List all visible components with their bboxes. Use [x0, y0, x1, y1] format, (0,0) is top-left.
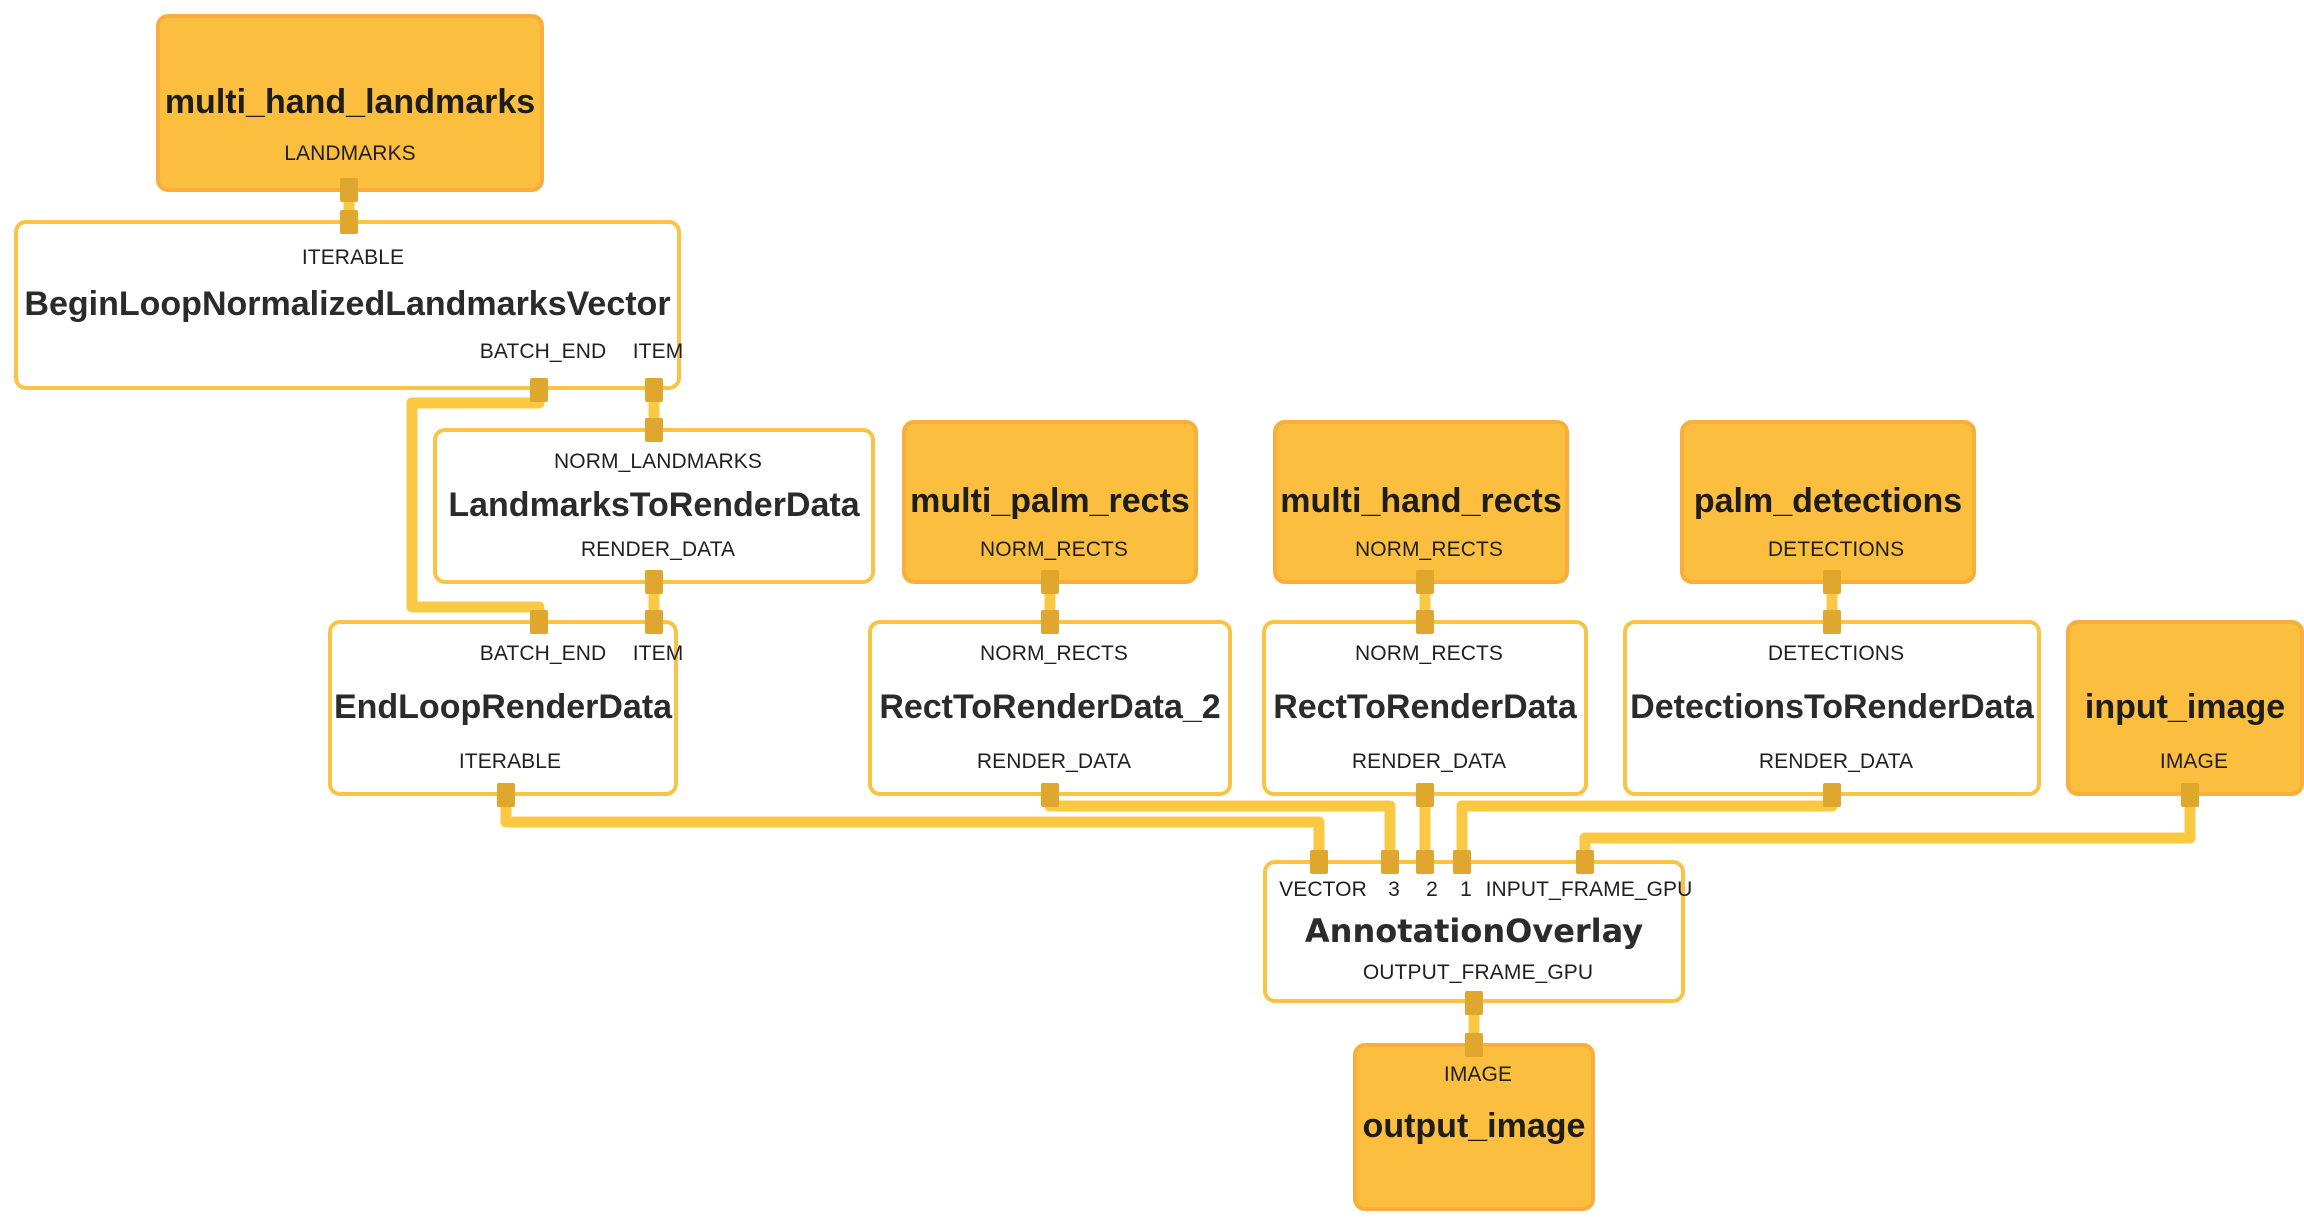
port-label-r2rd2-norm-rects-in: NORM_RECTS	[979, 642, 1129, 665]
node-rect-to-render-data[interactable]: RectToRenderData NORM_RECTS RENDER_DATA	[1262, 620, 1588, 796]
port-nub-hand-norm-rects-out[interactable]	[1416, 570, 1434, 594]
port-label-output-image-in: IMAGE	[1443, 1063, 1513, 1086]
node-title: BeginLoopNormalizedLandmarksVector	[24, 285, 671, 324]
port-nub-r2rd-render-data-out[interactable]	[1416, 783, 1434, 807]
port-label-norm-landmarks-in: NORM_LANDMARKS	[554, 450, 762, 473]
node-title: EndLoopRenderData	[333, 688, 673, 727]
port-label-r2rd2-render-data-out: RENDER_DATA	[976, 750, 1132, 773]
wire-inputimage-to-frame	[1579, 795, 2196, 862]
port-label-item-out: ITEM	[632, 340, 684, 363]
port-nub-landmarks-out[interactable]	[340, 178, 358, 202]
port-label-overlay-3-in: 3	[1388, 878, 1400, 901]
port-label-palm-norm-rects-out: NORM_RECTS	[979, 538, 1129, 561]
node-landmarks-to-render-data[interactable]: LandmarksToRenderData NORM_LANDMARKS REN…	[433, 428, 875, 584]
node-title: multi_palm_rects	[910, 482, 1190, 521]
port-label-batch-end-out: BATCH_END	[479, 340, 607, 363]
node-detections-to-render-data[interactable]: DetectionsToRenderData DETECTIONS RENDER…	[1623, 620, 2041, 796]
node-title: output_image	[1362, 1107, 1586, 1146]
node-title: RectToRenderData_2	[879, 688, 1221, 727]
port-nub-overlay-2-in[interactable]	[1416, 850, 1434, 874]
port-label-batch-end-in: BATCH_END	[479, 642, 607, 665]
port-label-landmarks-out: LANDMARKS	[284, 142, 416, 165]
port-nub-d2rd-detections-in[interactable]	[1823, 610, 1841, 634]
node-palm-detections[interactable]: palm_detections DETECTIONS	[1680, 420, 1976, 584]
port-label-d2rd-detections-in: DETECTIONS	[1767, 642, 1905, 665]
port-nub-output-image-in[interactable]	[1465, 1033, 1483, 1057]
node-annotation-overlay[interactable]: AnnotationOverlay VECTOR 3 2 1 INPUT_FRA…	[1263, 860, 1692, 1003]
node-title: AnnotationOverlay	[1304, 911, 1644, 950]
wire-d2rd-to-port1	[1456, 795, 1838, 862]
node-begin-loop-normalized-landmarks-vector[interactable]: BeginLoopNormalizedLandmarksVector ITERA…	[14, 220, 684, 390]
node-output-image[interactable]: output_image IMAGE	[1353, 1043, 1595, 1211]
port-label-overlay-out: OUTPUT_FRAME_GPU	[1362, 961, 1594, 984]
node-title: multi_hand_rects	[1280, 482, 1562, 521]
node-title: input_image	[2084, 688, 2286, 727]
port-label-hand-norm-rects-out: NORM_RECTS	[1354, 538, 1504, 561]
port-label-d2rd-render-data-out: RENDER_DATA	[1758, 750, 1914, 773]
port-label-iterable-out: ITERABLE	[458, 750, 562, 773]
port-nub-palm-norm-rects-out[interactable]	[1041, 570, 1059, 594]
node-title: multi_hand_landmarks	[164, 83, 536, 122]
node-multi-hand-rects[interactable]: multi_hand_rects NORM_RECTS	[1273, 420, 1569, 584]
port-nub-r2rd2-render-data-out[interactable]	[1041, 783, 1059, 807]
wire-r2rd2-to-port3	[1044, 795, 1396, 862]
wire-iterable-to-vector	[500, 795, 1325, 862]
port-nub-overlay-3-in[interactable]	[1381, 850, 1399, 874]
port-nub-overlay-vector-in[interactable]	[1310, 850, 1328, 874]
port-nub-input-image-out[interactable]	[2181, 783, 2199, 807]
port-nub-endloop-iterable-out[interactable]	[497, 783, 515, 807]
port-label-palm-detections-out: DETECTIONS	[1767, 538, 1905, 561]
port-label-input-image-out: IMAGE	[2159, 750, 2229, 773]
port-label-overlay-1-in: 1	[1460, 878, 1472, 901]
port-nub-r2rd-norm-rects-in[interactable]	[1416, 610, 1434, 634]
port-nub-palm-detections-out[interactable]	[1823, 570, 1841, 594]
node-input-image[interactable]: input_image IMAGE	[2066, 620, 2304, 796]
port-nub-l2rd-render-data-out[interactable]	[645, 570, 663, 594]
port-nub-norm-landmarks-in[interactable]	[645, 418, 663, 442]
port-label-overlay-vector-in: VECTOR	[1279, 878, 1367, 901]
port-label-overlay-2-in: 2	[1426, 878, 1438, 901]
port-nub-endloop-batch-end-in[interactable]	[530, 610, 548, 634]
port-label-r2rd-norm-rects-in: NORM_RECTS	[1354, 642, 1504, 665]
port-label-item-in: ITEM	[632, 642, 684, 665]
port-nub-r2rd2-norm-rects-in[interactable]	[1041, 610, 1059, 634]
node-multi-palm-rects[interactable]: multi_palm_rects NORM_RECTS	[902, 420, 1198, 584]
port-nub-overlay-1-in[interactable]	[1453, 850, 1471, 874]
port-label-iterable-in: ITERABLE	[301, 246, 405, 269]
port-nub-d2rd-render-data-out[interactable]	[1823, 783, 1841, 807]
port-label-overlay-frame-in: INPUT_FRAME_GPU	[1485, 878, 1693, 901]
port-nub-overlay-out[interactable]	[1465, 991, 1483, 1015]
port-nub-endloop-item-in[interactable]	[645, 610, 663, 634]
node-end-loop-render-data[interactable]: EndLoopRenderData BATCH_END ITEM ITERABL…	[328, 620, 683, 796]
node-multi-hand-landmarks[interactable]: multi_hand_landmarks LANDMARKS	[156, 14, 544, 192]
port-nub-item-out[interactable]	[645, 378, 663, 402]
port-label-r2rd-render-data-out: RENDER_DATA	[1351, 750, 1507, 773]
node-title: LandmarksToRenderData	[448, 486, 860, 525]
port-nub-overlay-frame-in[interactable]	[1576, 850, 1594, 874]
port-label-render-data-out: RENDER_DATA	[580, 538, 736, 561]
port-nub-batch-end-out[interactable]	[530, 378, 548, 402]
node-title: RectToRenderData	[1273, 688, 1577, 727]
node-title: palm_detections	[1693, 482, 1963, 521]
node-rect-to-render-data-2[interactable]: RectToRenderData_2 NORM_RECTS RENDER_DAT…	[868, 620, 1232, 796]
node-title: DetectionsToRenderData	[1630, 688, 2034, 727]
port-nub-iterable-in[interactable]	[340, 210, 358, 234]
